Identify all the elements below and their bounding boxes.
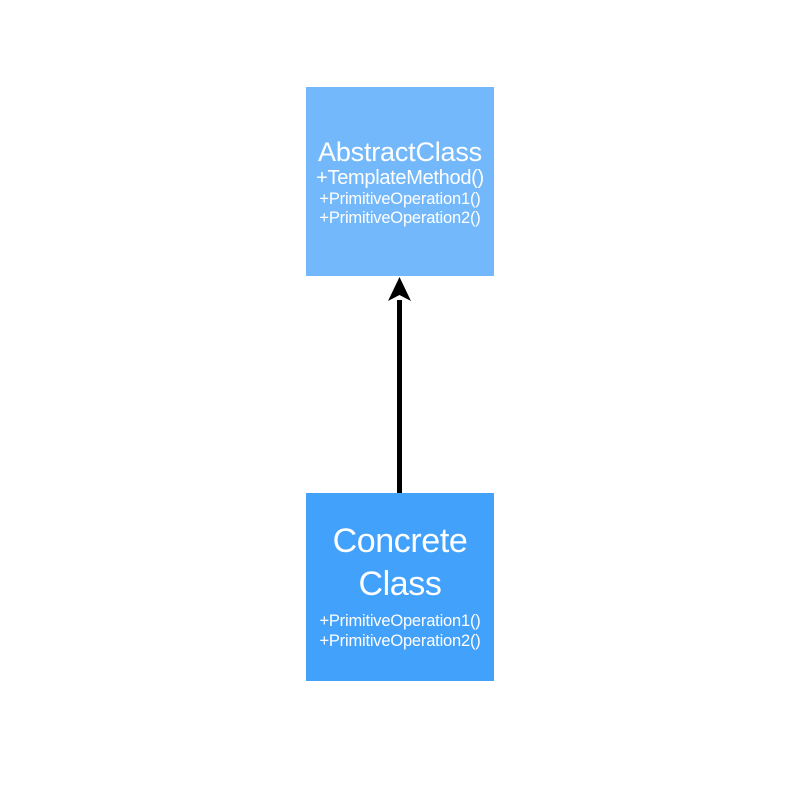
class-name-concrete-class: Concrete Class	[320, 520, 480, 606]
generalization-arrowhead-icon	[388, 277, 411, 301]
member-list-concrete-class: +PrimitiveOperation1() +PrimitiveOperati…	[319, 611, 480, 651]
uml-class-abstract-class[interactable]: AbstractClass +TemplateMethod() +Primiti…	[306, 87, 494, 276]
class-member-primitive-operation1: +PrimitiveOperation1()	[319, 190, 481, 208]
member-list-abstract-class: +TemplateMethod() +PrimitiveOperation1()…	[316, 167, 484, 228]
class-member-template-method: +TemplateMethod()	[316, 167, 484, 189]
class-name-line-2: Class	[358, 565, 442, 603]
class-name-line-1: Concrete	[332, 522, 468, 560]
class-member-primitive-operation2: +PrimitiveOperation2()	[319, 209, 481, 227]
uml-class-concrete-class[interactable]: Concrete Class +PrimitiveOperation1() +P…	[306, 493, 494, 681]
class-member-primitive-operation1: +PrimitiveOperation1()	[319, 612, 481, 630]
class-name-abstract-class: AbstractClass	[318, 137, 482, 167]
class-member-primitive-operation2: +PrimitiveOperation2()	[319, 632, 481, 650]
generalization-arrow[interactable]	[376, 274, 424, 495]
